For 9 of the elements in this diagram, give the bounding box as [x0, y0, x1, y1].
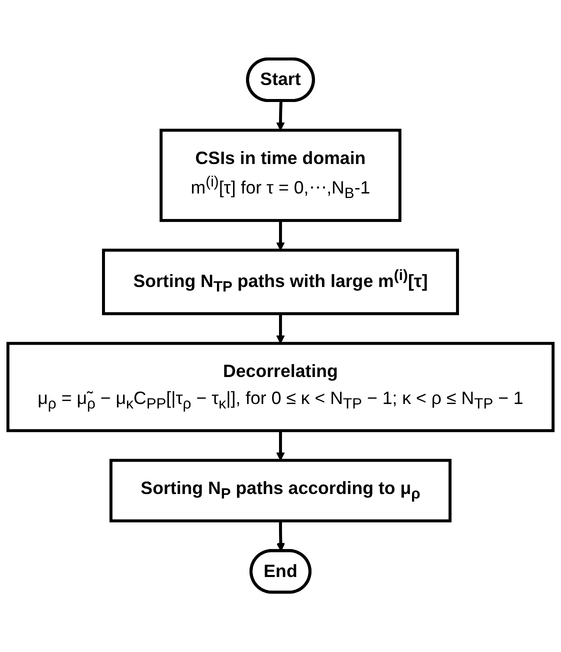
- arrow: [276, 220, 285, 252]
- arrow: [276, 101, 285, 132]
- arrow: [276, 431, 285, 462]
- node-box: Sorting N$_{TP}$ paths with large m$^{(i)}$[τ]: [102, 249, 459, 316]
- node-box: Decorrelating μ$_{ρ}$ = μ̃$_{ρ}$ − μ$_{κ}$C$_{PP}$[|τ$_{ρ}$ − τ$_{κ}$|], for 0 ≤ κ < N$_{TP}$ − 1; κ < ρ ≤ N$_{TP}$ − 1: [6, 342, 555, 433]
- node-box: CSIs in time domain m$^{(i)}$[τ] for τ = 0,⋯,N$_{B}$-1: [160, 129, 402, 222]
- node-box: Sorting N$_{P}$ paths according to μ$_{ρ}$: [109, 459, 452, 523]
- arrow: [276, 521, 286, 552]
- arrow: [276, 314, 285, 344]
